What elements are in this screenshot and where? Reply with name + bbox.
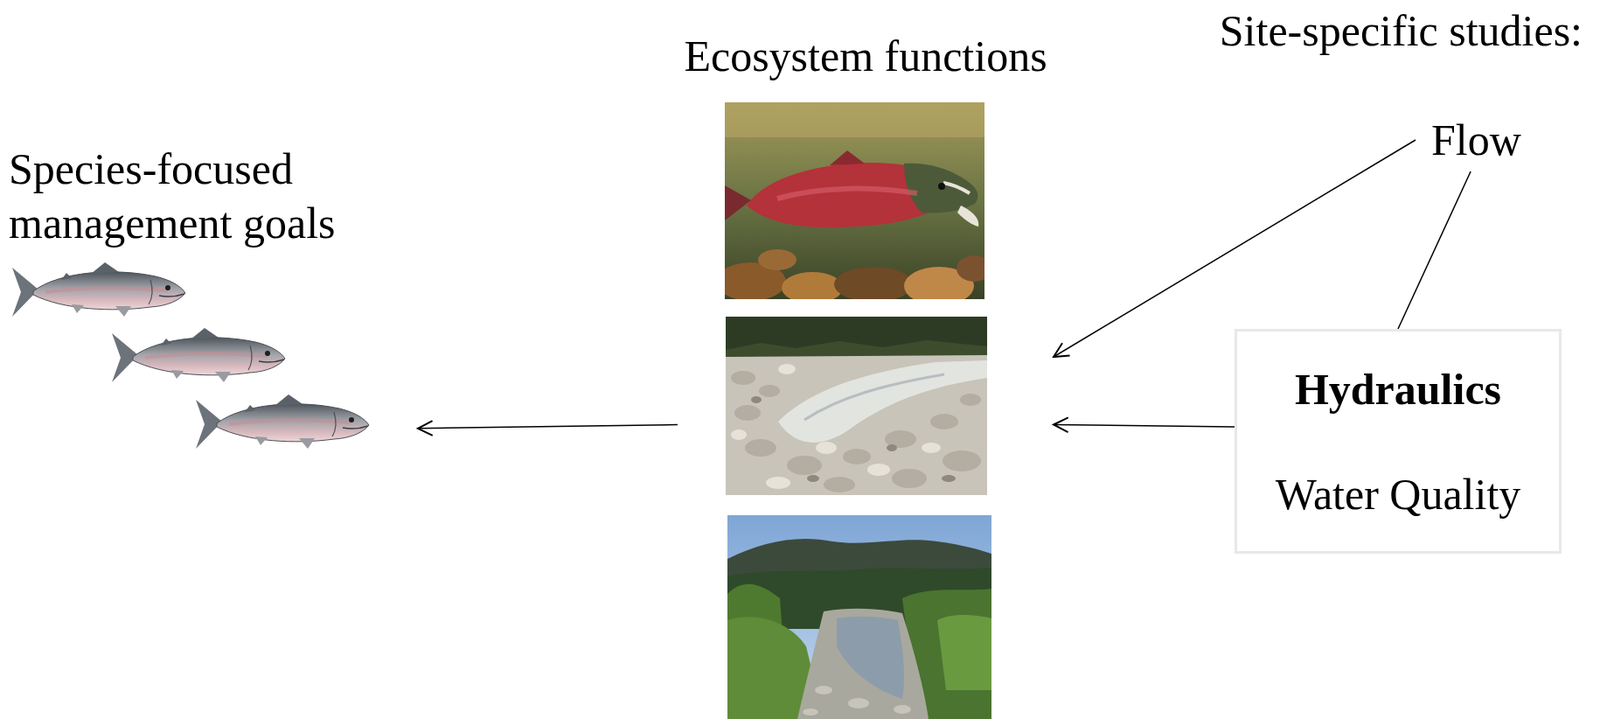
salmon-photo-part [904, 163, 978, 214]
gravel-bar-photo-part [804, 374, 945, 420]
connector-arrow [1053, 424, 1235, 428]
gravel-bar-photo-part-part [815, 441, 837, 454]
salmon-photo-part [957, 205, 979, 227]
river-landscape-photo-part [802, 685, 912, 716]
salmon-photo [716, 102, 992, 306]
river-landscape-photo-part [937, 614, 992, 690]
fish-group: Species-focused management goals [8, 141, 418, 466]
salmon-photo-part [834, 266, 913, 302]
salmon-photo-part [938, 182, 946, 190]
gravel-bar-photo-part-part [960, 393, 981, 406]
connector-arrow [1053, 139, 1416, 357]
node-heading: Ecosystem functions [677, 27, 1054, 84]
gravel-bar-photo-part-part [730, 370, 756, 385]
salmon-photo-part [781, 271, 843, 304]
salmon-illustrations-part [195, 394, 369, 449]
section-heading: Site-specific studies: [1219, 2, 1583, 59]
gravel-bar-photo-part [725, 340, 988, 357]
gravel-bar-photo-part-part [765, 476, 791, 489]
gravel-bar-photo-part-part [823, 476, 856, 493]
salmon-photo-part [724, 102, 985, 138]
gravel-bar-photo-part [730, 363, 941, 489]
gravel-bar-photo-part-part [941, 474, 956, 482]
gravel-bar-photo-part-part [842, 448, 871, 465]
gravel-bar-photo-part-part [921, 442, 941, 453]
node-heading: Flow [1431, 111, 1522, 168]
gravel-bar-photo-part-part [758, 384, 780, 397]
gravel-bar-photo-part [751, 396, 956, 482]
salmon-illustrations-part [12, 262, 186, 317]
river-landscape-photo-part-part [848, 697, 870, 709]
gravel-bar-photo-part-part [778, 363, 796, 375]
connector-arrow [417, 424, 678, 429]
flow-node: Flow [1420, 111, 1532, 168]
salmon-illustrations [12, 262, 369, 449]
river-landscape-photo-part [836, 616, 905, 699]
gravel-bar-photo-part [778, 360, 988, 443]
gravel-bar-photo-part-part [730, 429, 747, 440]
salmon-illustrations-part [111, 327, 286, 383]
river-landscape-photo [727, 514, 992, 719]
gravel-bar-photo-part [725, 316, 988, 495]
study-box: HydraulicsWater Quality [1234, 328, 1562, 554]
gravel-bar-photo-part-part [744, 438, 777, 457]
river-landscape-photo-part-part [893, 704, 912, 714]
node-heading: Hydraulics [1294, 361, 1502, 418]
gravel-bar-photo-part-part [930, 413, 959, 430]
river-landscape-photo-part [727, 514, 992, 719]
connector-arrow [1398, 171, 1471, 329]
salmon-photo-part [758, 249, 797, 271]
gravel-bar-photo-part-part [734, 404, 761, 421]
salmon-photo-part [777, 188, 918, 199]
gravel-bar-photo-part-part [867, 463, 891, 476]
node-heading: Species-focused management goals [8, 141, 394, 251]
salmon-photo-part [724, 185, 752, 221]
salmon-photo-part [829, 150, 865, 166]
gravel-bar-photo-part-part [942, 450, 981, 472]
salmon-photo-part [956, 255, 992, 282]
gravel-bar-photo-part-part [806, 474, 820, 482]
river-landscape-photo-part-part [802, 708, 819, 716]
gravel-bar-photo-part [730, 370, 981, 493]
river-landscape-photo-part-part [814, 685, 833, 695]
gravel-bar-photo-part-part [786, 455, 822, 475]
gravel-bar-photo-part-part [751, 396, 762, 404]
gravel-bar-photo [725, 316, 988, 495]
photo-column: Ecosystem functions [677, 27, 1054, 719]
river-landscape-photo-part [797, 608, 929, 719]
salmon-photo-part [943, 182, 970, 194]
node-text: Water Quality [1275, 466, 1522, 522]
gravel-bar-photo-part-part [891, 468, 927, 488]
gravel-bar-photo-part-part [886, 444, 898, 452]
